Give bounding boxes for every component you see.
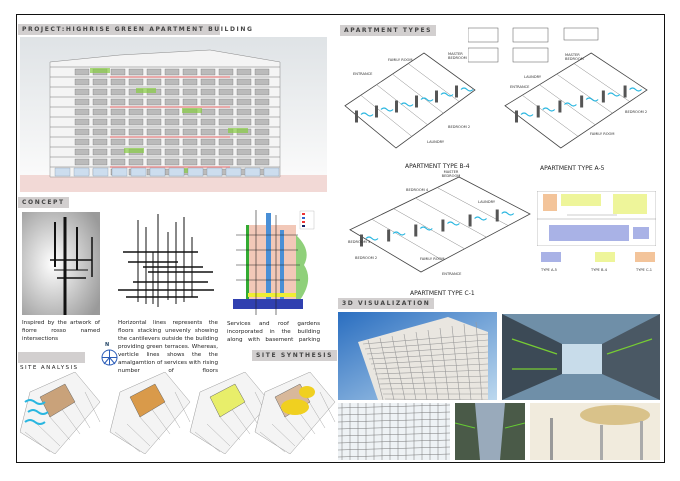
apartment-c1-axonometric [349,176,531,273]
apartment-types-label: APARTMENT TYPES [340,25,437,36]
site-analysis-label: SITE ANALYSIS [20,365,79,371]
north-compass-icon: N [100,342,118,367]
legend-swatch-a5 [541,252,561,262]
render-facade-close [338,403,450,460]
room-label: BEDROOM 2 [355,256,378,260]
room-label: MASTER BEDROOM [565,53,584,61]
concept-artwork-image [22,212,100,315]
room-label: LAUNDRY [427,140,445,144]
visualization-label: 3D VISUALIZATION [338,298,435,309]
apartment-b4-axonometric [344,52,476,149]
legend-label: TYPE B-4 [591,268,608,272]
project-title: PROJECT:HIGHRISE GREEN APARTMENT BUILDIN… [18,24,252,35]
room-label: BEDROOM 3 [348,240,371,244]
concept-section-image [233,210,315,315]
typical-floor-plan [537,191,656,246]
room-label: BEDROOM 2 [448,125,471,129]
building-elevation-image [20,37,327,192]
room-label: BEDROOM 4 [406,188,429,192]
legend-label: TYPE A-5 [541,268,557,272]
apartment-a5-axonometric [504,52,648,149]
site-maps-image [20,372,336,454]
apartment-a5-title: APARTMENT TYPE A-5 [540,165,605,172]
room-label: LAUNDRY [478,200,496,204]
room-label: FAMILY ROOM [388,58,413,62]
room-label: ENTRANCE [510,85,530,89]
concept-label: CONCEPT [18,197,69,208]
render-corridor [455,403,525,460]
concept-text-2: Horizontal lines represents the floors s… [118,320,218,374]
concept-text-1: Inspired by the artwork of fiorre rosso … [22,320,100,342]
render-exterior-main [338,312,497,400]
concept-lines-sketch [118,214,214,307]
concept-text-3: Services and roof gardens incorporated i… [227,321,320,343]
legend-label: TYPE C-1 [636,268,653,272]
render-interior-lobby [530,403,660,460]
room-label: FAMILY ROOM [590,132,615,136]
room-label: BEDROOM 2 [625,110,648,114]
apartment-c1-title: APARTMENT TYPE C-1 [410,290,475,297]
room-label: ENTRANCE [353,72,373,76]
render-interior-atrium [502,314,660,400]
room-label: LAUNDRY [524,75,542,79]
room-label: MASTER BEDROOM [448,52,467,60]
apartment-b4-title: APARTMENT TYPE B-4 [405,163,470,170]
room-label: ENTRANCE [442,272,462,276]
room-label: FAMILY ROOM [420,257,445,261]
site-synthesis-label: SITE SYNTHESIS [252,350,338,361]
small-floor-plans [468,27,599,63]
legend-swatch-c1 [635,252,655,262]
room-label: MASTER BEDROOM [441,170,461,178]
site-analysis-bar [18,352,85,363]
legend-swatch-b4 [595,252,615,262]
